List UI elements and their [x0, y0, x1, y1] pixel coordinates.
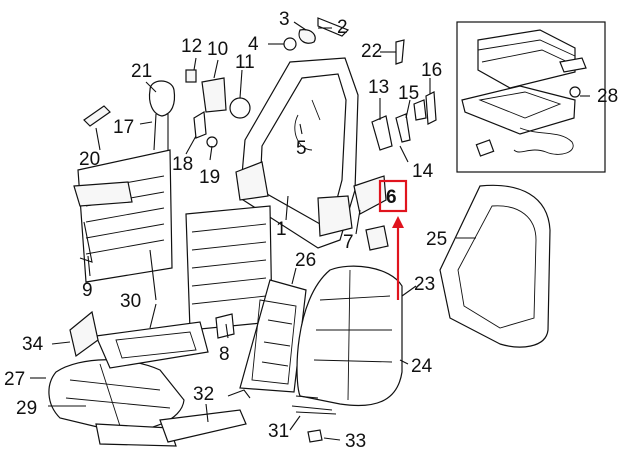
label-33: 33	[345, 431, 366, 452]
label-2: 2	[337, 17, 348, 38]
label-29: 29	[16, 398, 37, 419]
cushion-inset	[456, 21, 606, 173]
back-panel	[439, 184, 551, 348]
label-11: 11	[235, 52, 255, 73]
label-26: 26	[295, 250, 316, 271]
label-24: 24	[411, 356, 433, 377]
label-10: 10	[207, 39, 228, 60]
label-13: 13	[368, 77, 389, 98]
leader-lines	[30, 21, 590, 441]
seat-back-frame	[235, 57, 359, 249]
spring-panel-left	[73, 149, 173, 283]
seat-back-cover	[296, 265, 403, 407]
label-16: 16	[421, 60, 442, 81]
seat-cushion	[48, 359, 185, 447]
highlight-arrowhead	[392, 216, 404, 228]
label-23: 23	[414, 274, 435, 295]
label-12: 12	[181, 36, 202, 57]
label-1: 1	[276, 219, 287, 240]
label-28: 28	[597, 86, 618, 107]
label-9: 9	[82, 280, 93, 301]
highlight-part-6	[378, 179, 408, 300]
cushion-frame	[95, 321, 209, 369]
part-labels: 3 2 4 22 12 10 11 21 17 20 18 19 5 13 15…	[4, 9, 618, 452]
label-30: 30	[120, 291, 141, 312]
label-17: 17	[113, 117, 134, 138]
headrest	[83, 80, 176, 151]
label-31: 31	[268, 421, 289, 442]
heater-pad	[239, 279, 307, 393]
label-8: 8	[219, 344, 230, 365]
label-21: 21	[131, 61, 152, 82]
label-34: 34	[22, 334, 44, 355]
label-6: 6	[386, 187, 397, 208]
small-parts	[69, 17, 437, 443]
label-14: 14	[412, 161, 434, 182]
label-22: 22	[361, 41, 382, 62]
label-32: 32	[193, 384, 214, 405]
label-4: 4	[248, 34, 259, 55]
label-20: 20	[79, 149, 100, 170]
label-3: 3	[279, 9, 290, 30]
label-27: 27	[4, 369, 25, 390]
label-19: 19	[199, 167, 220, 188]
label-18: 18	[172, 154, 193, 175]
label-25: 25	[426, 229, 447, 250]
highlight-box	[378, 179, 408, 213]
label-15: 15	[398, 83, 419, 104]
label-5: 5	[296, 138, 307, 159]
label-7: 7	[343, 232, 354, 253]
